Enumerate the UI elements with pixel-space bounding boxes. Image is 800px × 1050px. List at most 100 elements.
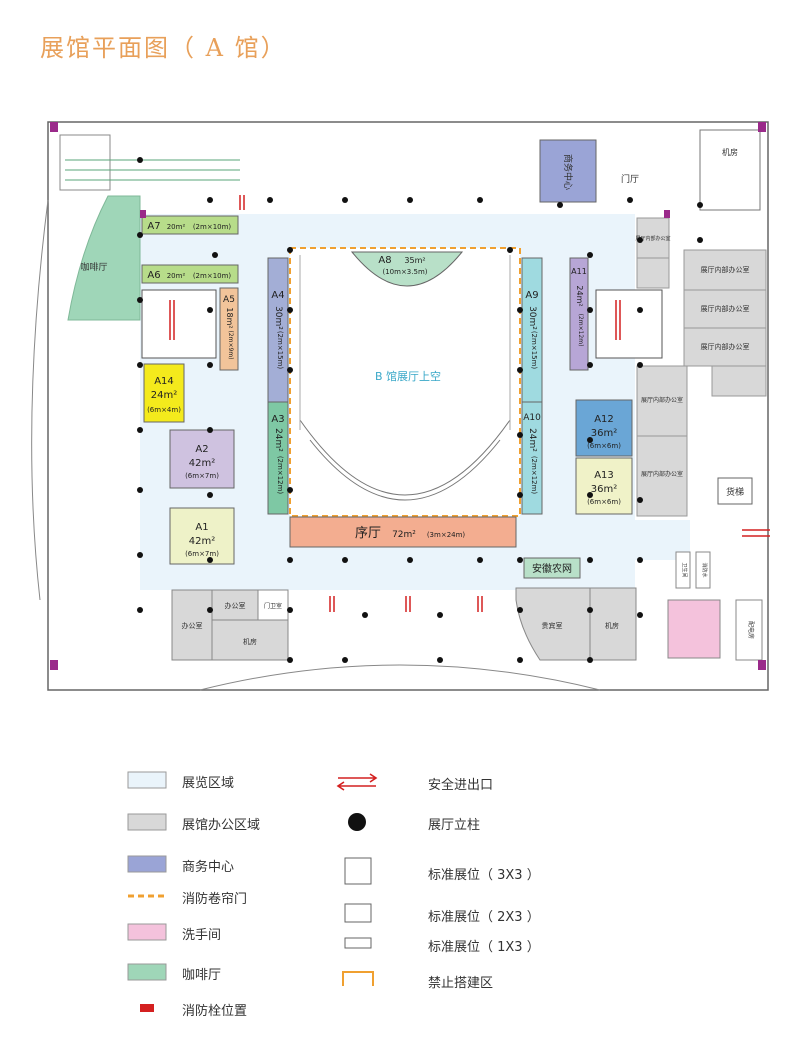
booth-a1 [169, 507, 235, 565]
column [437, 612, 443, 618]
column [507, 247, 513, 253]
column [587, 362, 593, 368]
prelude-name: 序厅 [355, 526, 381, 541]
page-title: 展馆平面图（ A 馆） [40, 34, 287, 62]
booth-a8-id: A8 [378, 255, 391, 266]
column [287, 247, 293, 253]
column [287, 557, 293, 563]
atrium [289, 247, 521, 517]
booth-a7 [141, 215, 239, 235]
freight-label: 货梯 [726, 486, 744, 498]
booth-a11-dims: (2m×12m) [577, 314, 584, 347]
top-left-escalator [59, 134, 240, 191]
column [637, 307, 643, 313]
booth-a12 [575, 399, 633, 457]
right-small-3-label: 配电房 [747, 621, 755, 639]
booth-a5-dims: (2m×9m) [227, 330, 234, 359]
booth-a10-id: A10 [523, 413, 541, 423]
legend-label-shutter: 消防卷帘门 [182, 888, 247, 907]
washroom [667, 599, 721, 659]
right-small-1-label: 卫生间 [681, 562, 688, 577]
legend-text: 标准展位（ 3X3 ） [428, 868, 540, 883]
booth-a9-area: 30m² [527, 306, 537, 330]
freight-elevator [717, 477, 753, 505]
column [137, 427, 143, 433]
column [637, 497, 643, 503]
legend-swatch-business [127, 855, 167, 873]
legend-label-exhibit: 展览区域 [182, 772, 234, 791]
column [137, 552, 143, 558]
booth-a14-dims: (6m×4m) [147, 406, 181, 414]
column [207, 607, 213, 613]
legend-text: 洗手间 [182, 928, 222, 943]
legend-swatch-washroom [127, 923, 167, 941]
inner-office-4-label: 展厅内部办公室 [641, 396, 683, 404]
booth-a3-dims: (2m×12m) [276, 456, 284, 495]
booth-a11-area: 24m² [575, 285, 584, 306]
cafe-area [67, 195, 141, 321]
booth-a6-id: A6 [147, 270, 160, 281]
column [587, 252, 593, 258]
booth-a2 [169, 429, 235, 489]
column [637, 612, 643, 618]
vip-label: 贵宾室 [542, 621, 563, 630]
legend-label-hydrant: 消防栓位置 [182, 1000, 247, 1019]
column [557, 202, 563, 208]
columns [137, 157, 703, 663]
legend-text: 展览区域 [182, 776, 235, 791]
legend-label-column: 展厅立柱 [428, 814, 480, 833]
column [437, 657, 443, 663]
booth-a1-area: 42m² [189, 536, 215, 547]
column [587, 607, 593, 613]
booth-a3 [267, 401, 289, 515]
top-right-room [699, 129, 761, 211]
legend-label-std1: 标准展位（ 1X3 ） [428, 936, 540, 955]
legend-label-std2: 标准展位（ 2X3 ） [428, 906, 540, 925]
booth-a7-area: 20m² [167, 223, 186, 231]
legend-swatch-cafe [127, 963, 167, 981]
legend-text: 禁止搭建区 [428, 976, 494, 991]
column [362, 612, 368, 618]
legend-text: 消防卷帘门 [182, 892, 248, 907]
legend-swatch-office [127, 813, 167, 831]
prelude-area: 72m² [392, 530, 416, 540]
column [287, 307, 293, 313]
column [517, 657, 523, 663]
column [587, 492, 593, 498]
right-office-block [636, 217, 767, 517]
pillars [50, 122, 766, 670]
column [137, 607, 143, 613]
booth-a8-dims: (10m×3.5m) [382, 268, 427, 276]
legend-label-nobuild: 禁止搭建区 [428, 972, 493, 991]
column [207, 307, 213, 313]
booth-a10 [521, 401, 543, 515]
booth-a14 [143, 363, 185, 423]
booth-a2-id: A2 [195, 444, 208, 455]
lobby-label: 门厅 [621, 173, 639, 185]
business-center [539, 139, 597, 203]
column [587, 437, 593, 443]
booth-a13-dims: (6m×6m) [587, 498, 621, 506]
legend-label-cafe: 咖啡厅 [182, 964, 221, 983]
sponsor-name: 安徽农网 [532, 562, 572, 575]
column [137, 297, 143, 303]
column [407, 557, 413, 563]
booth-a11-id: A11 [571, 267, 587, 276]
exit-arrows [169, 195, 770, 612]
booth-a1-id: A1 [195, 522, 208, 533]
booth-a11 [569, 257, 589, 371]
legend-label-washroom: 洗手间 [182, 924, 221, 943]
prelude-dims: (3m×24m) [427, 531, 466, 539]
inner-office-6-label: 展厅内部办公室 [635, 235, 670, 242]
column [637, 362, 643, 368]
right-stairs [595, 289, 663, 359]
column [207, 557, 213, 563]
office-a-label: 办公室 [182, 621, 203, 630]
column [477, 197, 483, 203]
column [407, 197, 413, 203]
right-small-2-label: 消防水 [701, 562, 708, 577]
booth-a6 [141, 264, 239, 284]
column [287, 657, 293, 663]
booth-a4-id: A4 [271, 290, 284, 301]
legend [127, 771, 378, 1012]
